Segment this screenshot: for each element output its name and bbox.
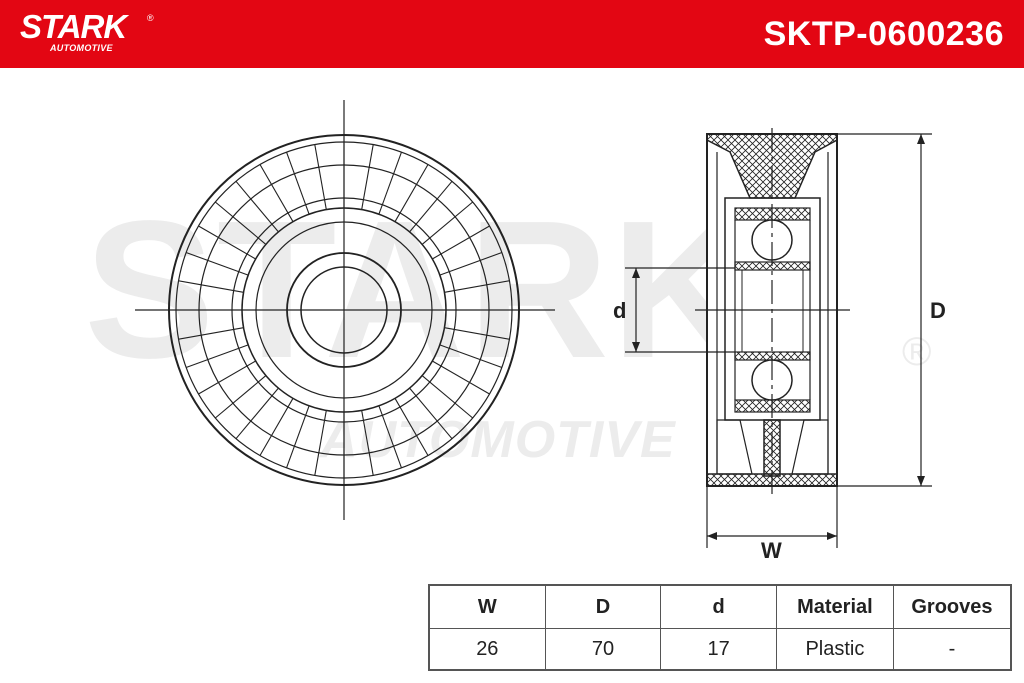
logo-subtext: AUTOMOTIVE bbox=[50, 43, 113, 53]
rib-line bbox=[409, 180, 453, 233]
rib-line bbox=[394, 398, 429, 456]
spec-table: W D d Material Grooves 26 70 17 Plastic … bbox=[428, 584, 1012, 671]
rib-line bbox=[178, 280, 244, 293]
spec-header-D: D bbox=[544, 584, 662, 629]
rib-line bbox=[259, 164, 294, 222]
rib-line bbox=[361, 410, 374, 476]
rib-line bbox=[198, 225, 256, 260]
spec-value-D: 70 bbox=[544, 628, 662, 671]
spec-value-w: 26 bbox=[428, 628, 546, 671]
spec-header-d: d bbox=[660, 584, 777, 629]
spec-header-grooves: Grooves bbox=[892, 584, 1012, 629]
rib-line bbox=[259, 398, 294, 456]
rib-line bbox=[444, 280, 510, 293]
stark-logo: STARK ® AUTOMOTIVE bbox=[20, 8, 154, 53]
rib-line bbox=[235, 387, 279, 440]
part-number: SKTP-0600236 bbox=[763, 15, 1004, 53]
rib-line bbox=[214, 201, 267, 245]
spec-header-w: W bbox=[428, 584, 546, 629]
spec-header-material: Material bbox=[775, 584, 894, 629]
spec-value-d: 17 bbox=[660, 628, 777, 671]
rib-line bbox=[185, 251, 249, 276]
spec-header-row: W D d Material Grooves bbox=[428, 584, 1012, 629]
technical-drawing bbox=[135, 100, 932, 548]
rib-line bbox=[378, 151, 403, 215]
spec-value-grooves: - bbox=[892, 628, 1012, 671]
rib-line bbox=[361, 144, 374, 210]
rib-line bbox=[439, 344, 503, 369]
rib-line bbox=[444, 327, 510, 340]
rib-line bbox=[314, 144, 327, 210]
rib-line bbox=[185, 344, 249, 369]
rib-line bbox=[432, 360, 490, 395]
rib-line bbox=[198, 360, 256, 395]
spec-value-material: Plastic bbox=[775, 628, 894, 671]
header-bar: STARK ® AUTOMOTIVE SKTP-0600236 bbox=[0, 0, 1024, 68]
side-centerlines bbox=[695, 128, 850, 495]
rib-line bbox=[214, 375, 267, 419]
rib-line bbox=[285, 405, 310, 469]
dimension-label-D: D bbox=[930, 298, 946, 323]
front-centerlines bbox=[135, 100, 555, 520]
rib-line bbox=[235, 180, 279, 233]
rib-line bbox=[178, 327, 244, 340]
dimension-label-W: W bbox=[761, 538, 782, 563]
logo-text: STARK bbox=[20, 8, 127, 45]
rib-line bbox=[378, 405, 403, 469]
dimension-lines bbox=[625, 133, 932, 548]
rib-line bbox=[285, 151, 310, 215]
rib-line bbox=[421, 201, 474, 245]
rib-line bbox=[421, 375, 474, 419]
rib-line bbox=[314, 410, 327, 476]
dimension-label-d: d bbox=[613, 298, 627, 323]
rib-line bbox=[439, 251, 503, 276]
spec-value-row: 26 70 17 Plastic - bbox=[428, 628, 1012, 671]
registered-mark: ® bbox=[147, 13, 154, 23]
rib-line bbox=[394, 164, 429, 222]
rib-line bbox=[409, 387, 453, 440]
rib-line bbox=[432, 225, 490, 260]
